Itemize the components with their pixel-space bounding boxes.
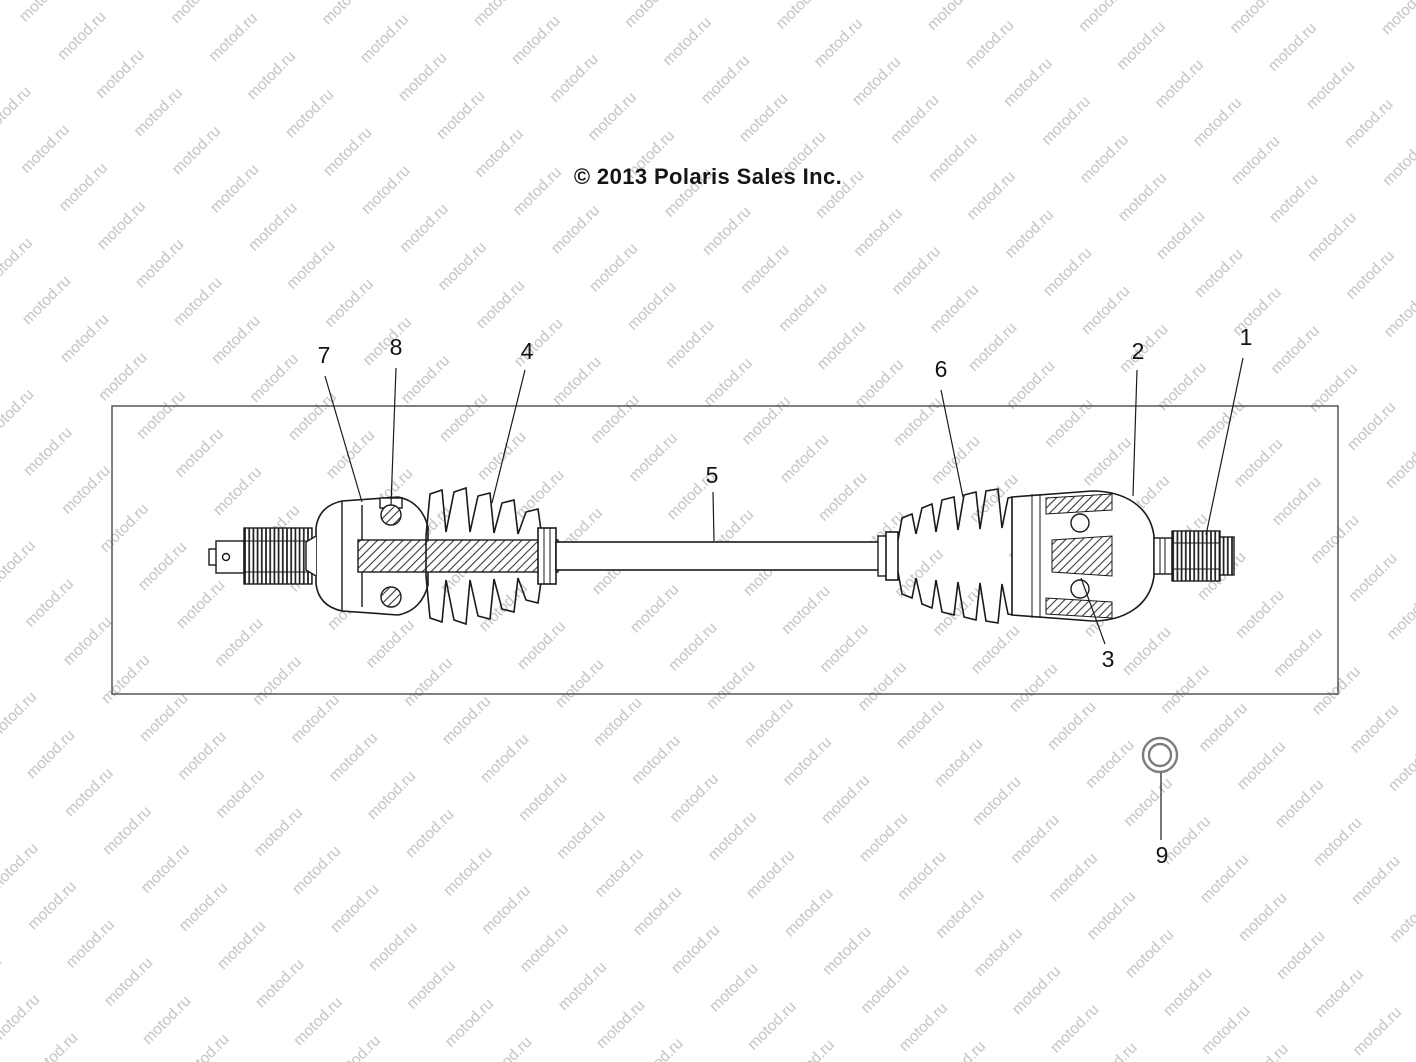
callout-7: 7	[317, 342, 331, 368]
outer-cv-joint-housing	[1011, 490, 1155, 622]
callout-9: 9	[1155, 842, 1169, 868]
snap-ring	[1141, 736, 1179, 774]
leader-1	[1205, 357, 1244, 536]
callout-3: 3	[1101, 646, 1115, 672]
leader-7	[324, 375, 363, 503]
leader-3	[1080, 577, 1106, 645]
leader-5	[712, 491, 715, 542]
left-boot-clamp	[537, 527, 557, 585]
callout-6: 6	[934, 356, 948, 382]
leader-lines	[324, 357, 1244, 840]
callout-8: 8	[389, 334, 403, 360]
left-splined-end	[208, 527, 313, 585]
right-cv-boot	[885, 488, 1014, 624]
callout-1: 1	[1239, 324, 1253, 350]
cv-joint-internals	[1045, 493, 1113, 619]
copyright-text: © 2013 Polaris Sales Inc.	[573, 164, 843, 189]
leader-2	[1132, 369, 1138, 497]
inner-shaft-section	[357, 539, 559, 573]
callout-2: 2	[1131, 338, 1145, 364]
axle-shaft	[555, 535, 889, 577]
callout-5: 5	[705, 462, 719, 488]
leader-6	[940, 389, 964, 498]
leader-8	[390, 367, 397, 506]
axle-assembly	[208, 357, 1244, 840]
right-splined-end	[1153, 530, 1235, 582]
left-cv-boot	[425, 486, 557, 626]
diagram-border-box	[111, 405, 1339, 695]
callout-4: 4	[520, 338, 534, 364]
leader-4	[491, 369, 526, 504]
right-boot-clamp	[885, 531, 899, 581]
